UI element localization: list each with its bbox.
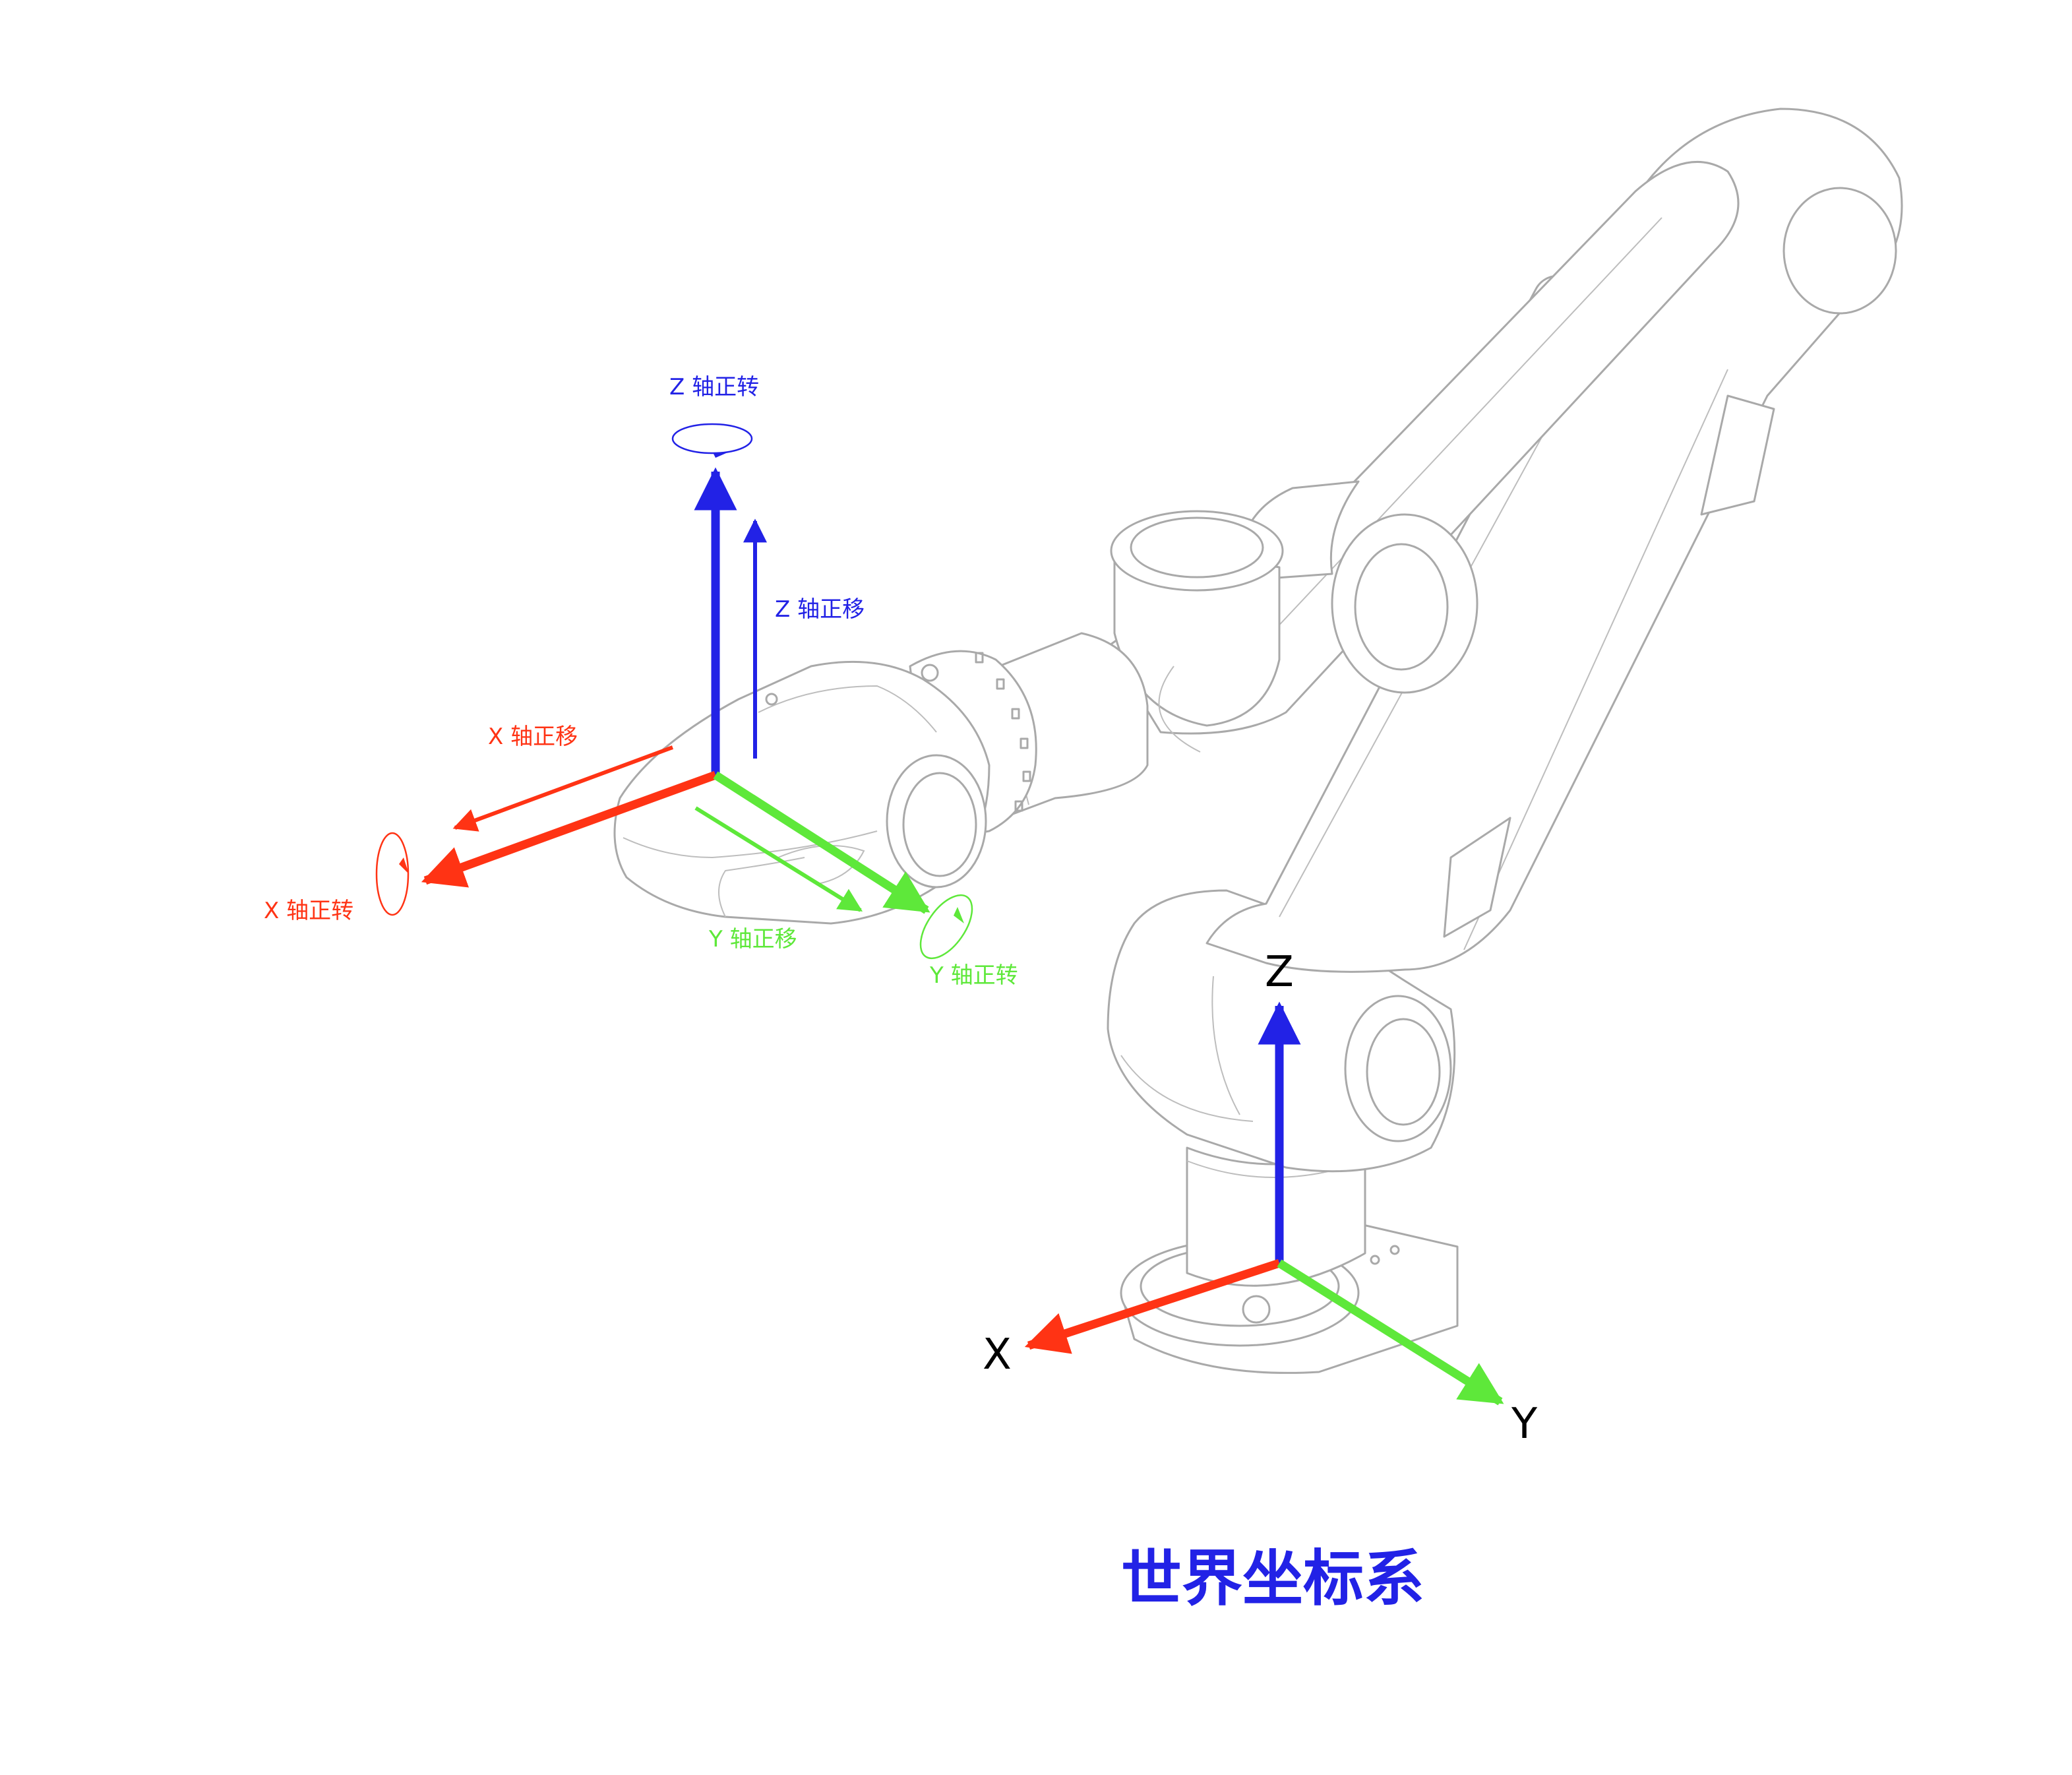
y-rotation-label: Y 轴正转 xyxy=(929,962,1018,989)
z-rotation-icon xyxy=(671,423,753,458)
robot-base xyxy=(1120,1146,1459,1374)
y-translation-label: Y 轴正移 xyxy=(708,926,797,952)
z-translation-label: Z 轴正移 xyxy=(775,596,865,623)
x-rotation-icon xyxy=(375,832,410,916)
world-x-axis-arrow xyxy=(1024,1259,1281,1354)
x-rotation-label: X 轴正转 xyxy=(264,898,353,924)
x-translation-label: X 轴正移 xyxy=(488,724,578,750)
tool-y-translation-arrow xyxy=(694,806,863,912)
world-y-axis-arrow xyxy=(1277,1259,1504,1406)
tool-y-axis-arrow xyxy=(713,771,930,914)
z-rotation-label: Z 轴正转 xyxy=(669,374,759,400)
tool-x-translation-arrow xyxy=(452,745,674,832)
diagram-title: 世界坐标系 xyxy=(1121,1543,1424,1614)
world-z-label: Z xyxy=(1265,948,1294,997)
robot-arm: Unitree xyxy=(613,108,1903,1374)
y-rotation-icon xyxy=(919,894,973,960)
robot-end-effector xyxy=(613,660,990,925)
tool-frame: Z 轴正转 Z 轴正移 X 轴正移 X 轴正转 Y 轴正移 Y 轴正转 xyxy=(264,374,1018,989)
tool-x-axis-arrow xyxy=(421,770,717,888)
world-x-label: X xyxy=(983,1330,1012,1379)
world-y-label: Y xyxy=(1511,1400,1538,1448)
world-frame: Z X Y xyxy=(983,948,1538,1448)
